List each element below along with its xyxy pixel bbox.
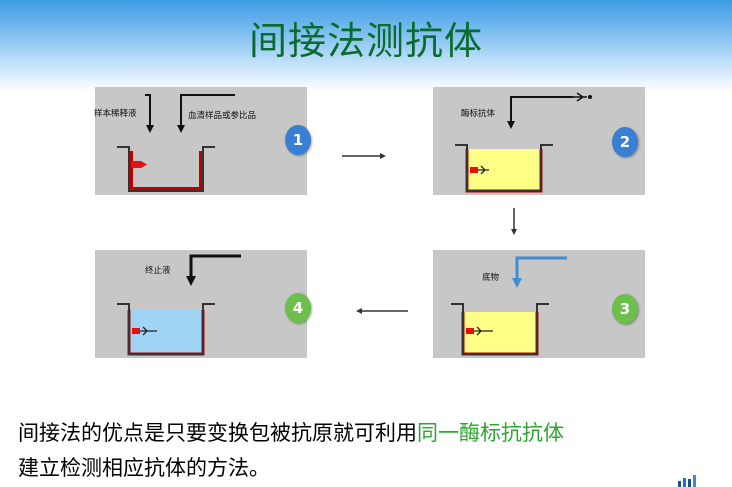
panel-3-graphic [451,256,567,356]
step-panel-1: 样本稀释液 血清样品或参比品 1 [94,87,311,195]
step-panel-4: 终止液 4 [95,250,311,358]
step-number-badge-4: 4 [285,293,311,323]
panel-4-label-stop-solution: 终止液 [145,266,171,276]
panel-2-label-enzyme-antibody: 酶标抗体 [461,109,496,119]
arrow-step-3-to-4 [356,308,408,314]
description-text: 间接法的优点是只要变换包被抗原就可利用 [18,421,417,445]
step-panel-3: 底物 3 [433,250,645,358]
step-number-badge-2: 2 [612,127,638,157]
panel-4-graphic [117,254,241,356]
header-band [0,0,732,92]
panel-1-label-sample: 血清样品或参比品 [188,111,257,121]
slide-title: 间接法测抗体 [248,19,483,63]
step-number-badge-3: 3 [612,294,638,324]
step-panel-2: 酶标抗体 2 [433,87,645,195]
description-line-1: 间接法的优点是只要变换包被抗原就可利用同一酶标抗抗体 [18,417,718,449]
panel-3-label-substrate: 底物 [482,273,500,283]
arrow-step-2-to-3 [511,208,517,235]
description-highlight: 同一酶标抗抗体 [417,421,564,445]
arrow-step-1-to-2 [342,153,386,159]
panel-2-graphic [455,92,592,193]
description-line-2: 建立检测相应抗体的方法。 [18,456,270,480]
corner-logo [678,475,696,487]
step-number-badge-1: 1 [285,125,311,155]
panel-1-graphic [117,94,235,192]
panel-1-label-diluent: 样本稀释液 [94,109,137,119]
